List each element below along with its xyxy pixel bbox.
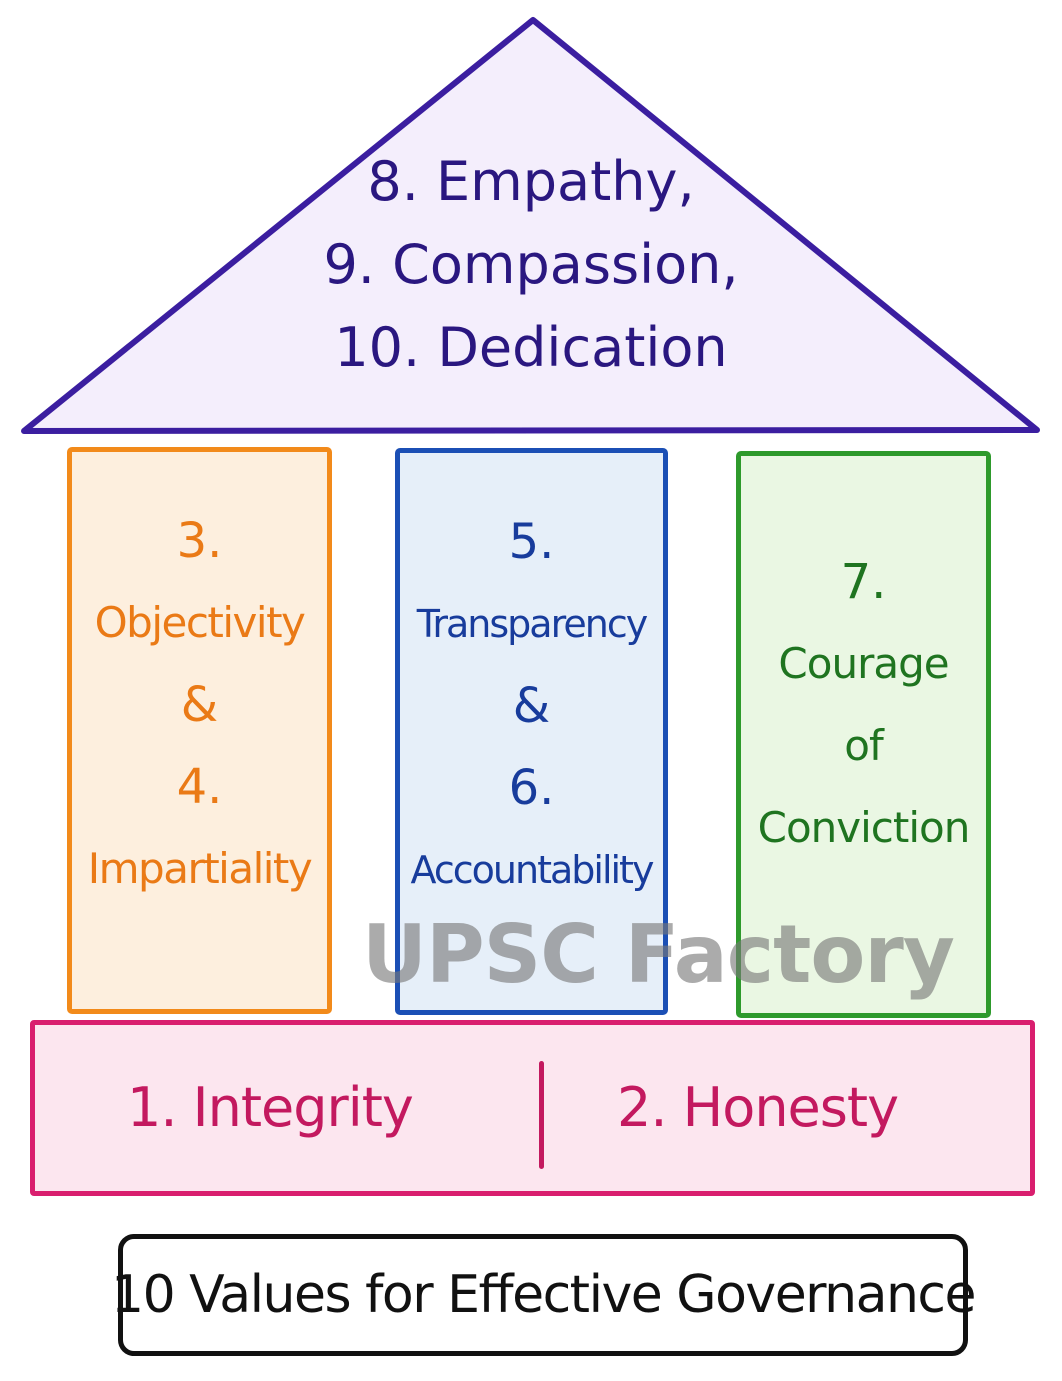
caption-box: 10 Values for Effective Governance: [111, 1234, 977, 1356]
pillar-transparency-accountability: 5. Transparency & 6. Accountability: [395, 448, 668, 1015]
pillar-middle-transparency: Transparency: [416, 602, 648, 646]
base-integrity: 1. Integrity: [127, 1076, 414, 1139]
base-divider: [539, 1061, 544, 1169]
pillar-middle-number-5: 5.: [508, 514, 555, 570]
caption-title: 10 Values for Effective Governance: [110, 1265, 977, 1325]
pillar-left-impartiality: Impartiality: [87, 844, 313, 893]
pillar-right-courage: Courage: [778, 639, 949, 688]
base-honesty: 2. Honesty: [617, 1076, 899, 1139]
roof-values: 8. Empathy, 9. Compassion, 10. Dedicatio…: [231, 140, 831, 389]
foundation-base: 1. Integrity 2. Honesty: [30, 1020, 1035, 1196]
pillar-middle-number-6: 6.: [508, 760, 555, 816]
pillar-right-conviction: Conviction: [757, 803, 971, 852]
pillar-left-number-4: 4.: [176, 759, 223, 815]
pillar-left-objectivity: Objectivity: [94, 598, 306, 647]
pillar-right-number-7: 7.: [840, 554, 887, 610]
pillar-left-ampersand: &: [180, 677, 219, 733]
pillar-right-of: of: [844, 721, 883, 770]
pillar-middle-ampersand: &: [512, 678, 551, 734]
roof-line-compassion: 9. Compassion,: [323, 233, 739, 296]
pillar-objectivity-impartiality: 3. Objectivity & 4. Impartiality: [67, 447, 332, 1014]
pillar-middle-accountability: Accountability: [410, 848, 655, 892]
watermark: UPSC Factory: [362, 908, 955, 1001]
pillar-left-number-3: 3.: [176, 513, 223, 569]
roof-line-dedication: 10. Dedication: [334, 316, 728, 379]
roof-triangle: [21, 17, 1040, 434]
pillar-courage-of-conviction: 7. Courage of Conviction: [736, 451, 991, 1018]
roof-line-empathy: 8. Empathy,: [367, 150, 695, 213]
